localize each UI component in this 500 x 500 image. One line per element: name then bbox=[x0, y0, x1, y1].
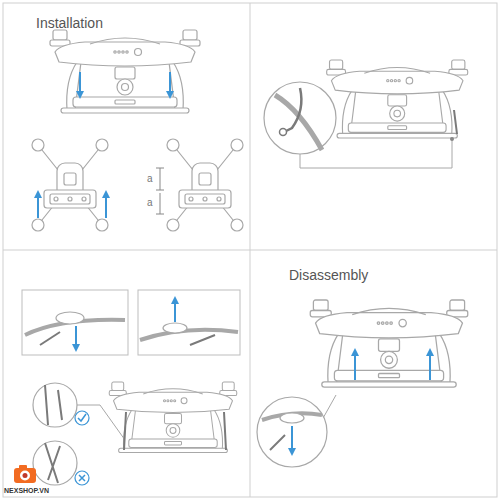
cross-icon bbox=[75, 471, 89, 485]
dimension-label: a bbox=[147, 173, 153, 184]
magnifier bbox=[33, 383, 77, 427]
panel-frame bbox=[3, 3, 497, 497]
leader-dot bbox=[450, 137, 454, 141]
guard-piece bbox=[348, 123, 446, 132]
drone-front bbox=[109, 382, 237, 453]
magnifier bbox=[33, 441, 77, 485]
motor bbox=[163, 323, 187, 333]
drone-top bbox=[32, 139, 108, 231]
panel-heading: Disassembly bbox=[289, 268, 368, 283]
camera-top bbox=[19, 465, 27, 469]
install-front-view bbox=[50, 30, 200, 113]
camera-lens-inner bbox=[23, 473, 28, 478]
camera-body bbox=[14, 468, 36, 483]
drone-front bbox=[327, 60, 468, 138]
install-top-views bbox=[32, 139, 243, 231]
strap-detail bbox=[264, 60, 468, 168]
watermark: NEXSHOP.VN bbox=[4, 487, 49, 495]
arrow bbox=[37, 194, 39, 218]
check-mark bbox=[78, 414, 86, 421]
strap bbox=[270, 435, 285, 450]
leader-line bbox=[77, 405, 125, 440]
arm-closeup bbox=[140, 330, 238, 340]
arrow bbox=[79, 72, 81, 95]
magnifier bbox=[257, 397, 327, 467]
guard-piece bbox=[129, 439, 217, 448]
arrow bbox=[105, 194, 107, 218]
strap-clip bbox=[280, 129, 287, 136]
motor bbox=[280, 413, 304, 423]
arrow bbox=[429, 352, 431, 380]
strap-correct bbox=[45, 385, 62, 425]
strap bbox=[124, 412, 226, 450]
watermark-icon bbox=[14, 465, 36, 483]
strap-mounting bbox=[22, 290, 240, 485]
guard-piece bbox=[73, 97, 177, 107]
dimension-line bbox=[156, 168, 164, 214]
drone-front bbox=[50, 30, 200, 113]
inset-box bbox=[22, 290, 128, 355]
camera-lens bbox=[20, 471, 30, 481]
arrow bbox=[75, 326, 77, 348]
disassembly-view bbox=[257, 300, 468, 467]
dimension-label: a bbox=[147, 197, 153, 208]
motor bbox=[56, 312, 84, 324]
arrow bbox=[291, 426, 293, 452]
strap-wrong bbox=[45, 443, 60, 483]
panel-divider bbox=[3, 250, 497, 251]
drone-front bbox=[310, 300, 468, 387]
strap bbox=[40, 332, 60, 345]
inset-box bbox=[138, 290, 240, 355]
arrow bbox=[174, 300, 176, 322]
leader-line bbox=[322, 395, 336, 420]
arrow bbox=[354, 352, 356, 380]
strap bbox=[284, 88, 301, 132]
magnifier bbox=[264, 82, 336, 154]
cross-mark bbox=[79, 475, 85, 481]
check-icon bbox=[75, 411, 89, 425]
panel-heading: Installation bbox=[36, 16, 103, 31]
drone-top bbox=[167, 139, 243, 231]
leg-closeup bbox=[275, 95, 322, 150]
leader-line bbox=[300, 140, 452, 168]
strap bbox=[454, 110, 457, 134]
guard-piece bbox=[334, 370, 443, 381]
arrow bbox=[169, 72, 171, 95]
strap bbox=[190, 335, 215, 345]
